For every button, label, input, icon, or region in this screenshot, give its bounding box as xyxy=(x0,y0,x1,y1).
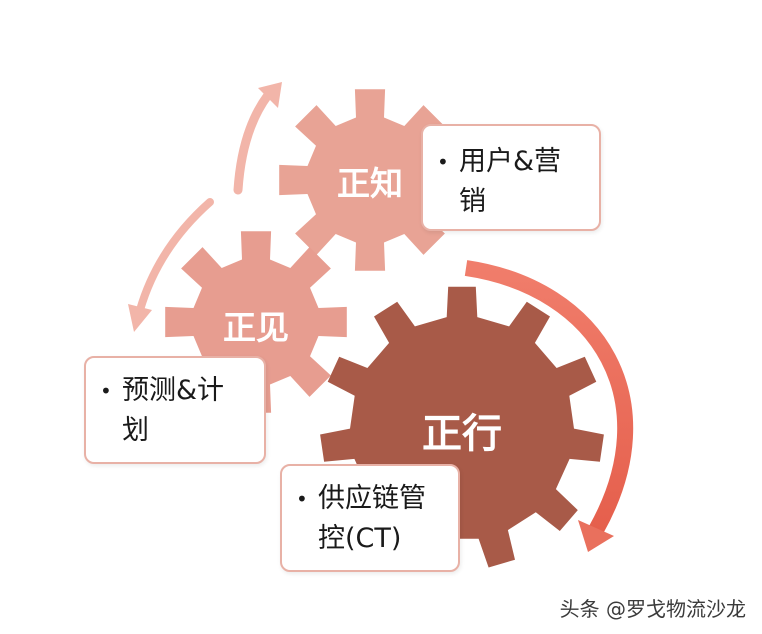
bullet-marker: • xyxy=(100,379,112,403)
gear-zhengzhi xyxy=(279,89,461,271)
gear-label-zhengjian: 正见 xyxy=(223,308,289,347)
bullet-marker: • xyxy=(296,487,308,511)
watermark: 头条 @罗戈物流沙龙 xyxy=(559,597,746,621)
arrow-top-head xyxy=(258,82,282,108)
marketing-line-2: 销 xyxy=(459,186,486,217)
arrow-left-arc xyxy=(136,198,214,314)
supply-line-2: 控(CT) xyxy=(318,523,402,554)
gear-label-zhengzhi: 正知 xyxy=(337,164,403,203)
forecast-text: 预测&计 划 xyxy=(122,371,224,451)
forecast-line-2: 划 xyxy=(122,415,149,446)
marketing-line-1: 用户&营 xyxy=(459,146,562,177)
arrow-left-head xyxy=(128,304,152,332)
gear-label-zhengxing: 正行 xyxy=(422,411,502,457)
forecast-line-1: 预测&计 xyxy=(122,375,225,406)
forecast-textbox: • 预测&计 划 xyxy=(84,356,266,464)
arrow-top-arc xyxy=(233,90,273,195)
marketing-text: 用户&营 销 xyxy=(459,142,561,222)
arrow-big-head xyxy=(578,520,614,552)
marketing-textbox: • 用户&营 销 xyxy=(421,124,601,231)
supply-text: 供应链管 控(CT) xyxy=(318,479,426,559)
bullet-marker: • xyxy=(437,150,449,174)
supply-line-1: 供应链管 xyxy=(318,483,426,514)
supply-textbox: • 供应链管 控(CT) xyxy=(280,464,460,572)
arrow-big-arc xyxy=(464,260,634,534)
